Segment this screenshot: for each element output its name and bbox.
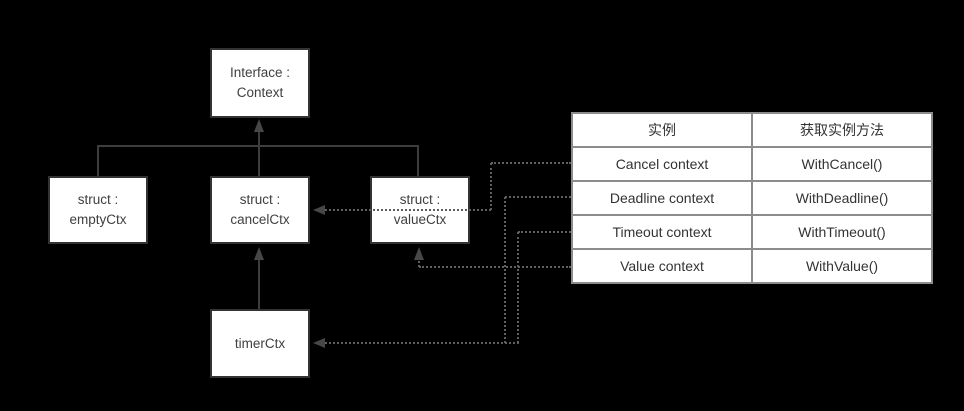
cell-method: WithDeadline()	[751, 180, 933, 216]
edge-cancelrow-h2	[325, 209, 491, 211]
table-header-row: 实例 获取实例方法	[571, 112, 933, 148]
edge-stub-cancelctx	[258, 145, 260, 176]
cell-instance: Value context	[571, 248, 753, 284]
edge-cancelrow-v	[490, 163, 492, 210]
edge-valuerow-v	[418, 258, 420, 267]
node-struct-emptyctx: struct : emptyCtx	[48, 176, 148, 244]
node-label-line: Interface :	[229, 65, 291, 80]
edge-valuerow-h	[419, 266, 571, 268]
node-label-line: struct :	[77, 192, 119, 207]
table-header-instance: 实例	[571, 112, 753, 148]
arrowhead-left-timerctx	[313, 338, 325, 348]
edge-timeoutrow-v	[517, 232, 519, 343]
node-interface-context: Interface : Context	[210, 48, 310, 118]
cell-instance: Cancel context	[571, 146, 753, 182]
edge-cancelrow-h1	[491, 162, 571, 164]
node-label-line: struct :	[239, 192, 281, 207]
edge-timeoutrow-h	[518, 231, 571, 233]
table-row: Cancel context WithCancel()	[571, 146, 933, 182]
node-timerctx: timerCtx	[210, 309, 310, 378]
edge-deadlinerow-h	[505, 196, 571, 198]
edge-deadlinerow-v	[504, 197, 506, 343]
table-header-method: 获取实例方法	[751, 112, 933, 148]
edge-timerctx-to-cancelctx	[258, 259, 260, 309]
node-label-line: timerCtx	[234, 335, 286, 351]
arrowhead-up-interface	[254, 119, 264, 132]
cell-instance: Timeout context	[571, 214, 753, 250]
node-label-line: Context	[236, 85, 284, 100]
edge-tree-trunk	[258, 131, 260, 146]
table-row: Value context WithValue()	[571, 248, 933, 284]
cell-method: WithTimeout()	[751, 214, 933, 250]
node-label-line: valueCtx	[393, 212, 447, 227]
cell-method: WithValue()	[751, 248, 933, 284]
node-label-line: emptyCtx	[69, 212, 127, 227]
edge-stub-emptyctx	[97, 145, 99, 176]
edge-to-timerctx-h	[325, 342, 519, 344]
node-label-line: struct :	[399, 192, 441, 207]
instance-method-table: 实例 获取实例方法 Cancel context WithCancel() De…	[571, 112, 933, 284]
node-struct-cancelctx: struct : cancelCtx	[210, 176, 310, 244]
cell-instance: Deadline context	[571, 180, 753, 216]
arrowhead-up-valuectx	[414, 247, 424, 260]
table-row: Deadline context WithDeadline()	[571, 180, 933, 216]
table-row: Timeout context WithTimeout()	[571, 214, 933, 250]
arrowhead-up-cancelctx	[254, 247, 264, 260]
cell-method: WithCancel()	[751, 146, 933, 182]
arrowhead-left-cancelctx	[313, 205, 325, 215]
node-label-line: cancelCtx	[230, 212, 290, 227]
edge-stub-valuectx	[417, 145, 419, 176]
